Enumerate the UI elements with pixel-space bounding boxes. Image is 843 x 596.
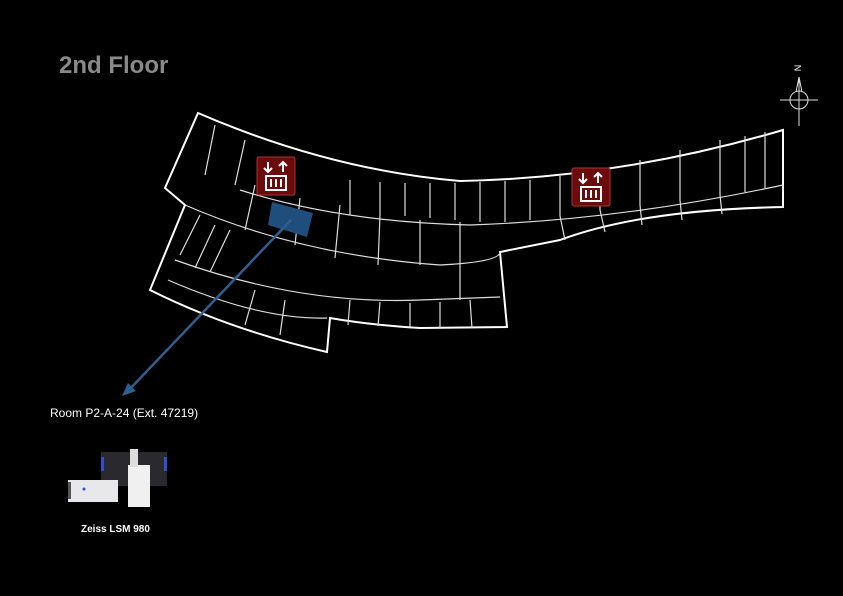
elevator-icon [571, 167, 611, 207]
room-label: Room P2-A-24 (Ext. 47219) [50, 406, 199, 420]
equipment-label: Zeiss LSM 980 [81, 524, 150, 535]
building-outline [148, 111, 784, 354]
elevator-icon [256, 156, 296, 196]
highlighted-room[interactable] [268, 202, 313, 237]
microscope-image [68, 449, 167, 507]
interior-walls [167, 124, 784, 336]
pointer-line [126, 219, 292, 393]
floor-title: 2nd Floor [59, 52, 169, 79]
pointer-arrowhead [122, 383, 136, 396]
compass-icon [780, 76, 818, 126]
